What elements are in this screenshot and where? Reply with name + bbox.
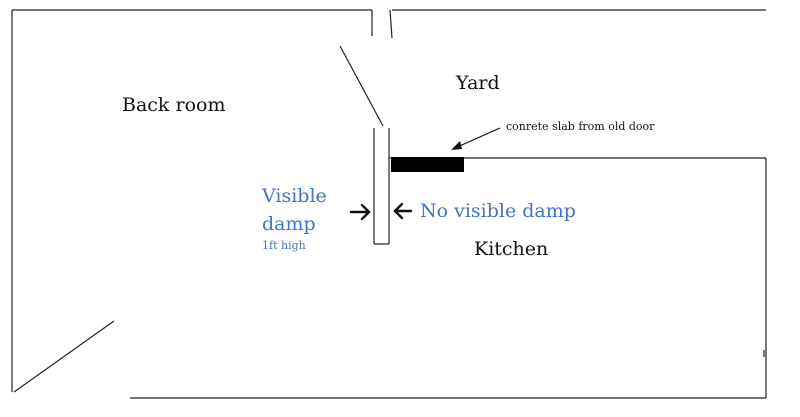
no-damp-arrow-head [393,202,404,220]
visible-damp-arrow-head [360,203,371,221]
no-visible-damp-label: No visible damp [420,200,576,222]
lower-left-diagonal [13,320,115,393]
visible-damp-height-label: 1ft high [262,239,306,252]
yard-label: Yard [455,72,500,94]
visible-damp-label-line2: damp [262,213,316,235]
kitchen-label: Kitchen [474,238,548,260]
back-room-label: Back room [122,94,225,116]
slab-pointer-head [451,141,462,150]
slab-note-label: conrete slab from old door [506,120,655,133]
door-swing [339,45,384,127]
visible-damp-label-line1: Visible [261,185,327,207]
concrete-slab [391,157,464,172]
top-post-right [389,9,393,39]
slab-pointer-line [454,127,501,149]
